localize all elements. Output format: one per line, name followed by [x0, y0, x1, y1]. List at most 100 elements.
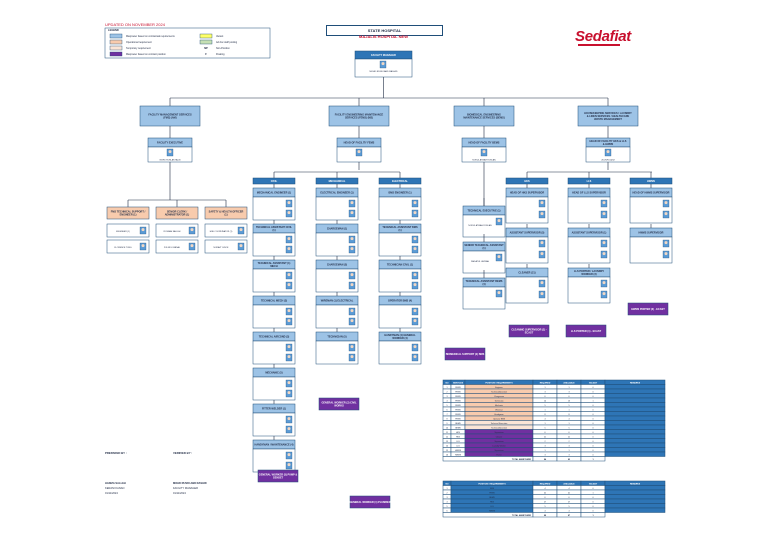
summary-table-cell-text: BEMS — [455, 428, 461, 430]
contract-position-box — [349, 495, 391, 509]
fems-unit-box-text: TECHNICIAN CIVIL (1) — [387, 264, 413, 267]
verified-by-date: 01/11/2024 — [173, 491, 186, 495]
division-head-box-text: HEAD OF FACILITY FEMS — [344, 142, 375, 145]
hks-unit-box-text: LLS PORTER / LAUNDRY — [574, 270, 604, 273]
staff-photo-face — [350, 283, 354, 287]
total-table-cell — [604, 498, 666, 504]
staff-photo-face — [664, 201, 668, 205]
staff-photo-face — [497, 291, 501, 295]
staff-photo-face — [350, 211, 354, 215]
staff-photo-face — [287, 247, 291, 251]
summary-table-cell-text: 3 — [544, 392, 545, 394]
summary-table-cell-text: 0 — [592, 446, 593, 448]
fems-unit-box-text: BMS ENGINEER (1) — [388, 192, 411, 195]
fems-unit-box-text: CHARGEMAN (5) — [327, 264, 347, 267]
summary-table-cell-text: 11 — [446, 432, 448, 434]
summary-table-cell-text: BEMS — [455, 423, 461, 425]
contract-position-box-text: ECAST — [525, 332, 534, 335]
summary-table-cell-text: 21 — [568, 437, 570, 439]
total-table-total-label: TOTAL MANPOWER — [512, 514, 532, 517]
staff-photo-face — [287, 201, 291, 205]
summary-table-cell-text: 10 — [446, 428, 448, 430]
fems-unit-box-text: TECHNICAL AIRCOND (3) — [259, 336, 290, 339]
total-table-cell-text: FEMS — [489, 493, 495, 495]
fms-staff-name: ZOLKIFLI ZAINAL — [164, 246, 181, 249]
staff-photo-face — [239, 228, 243, 232]
total-table-cell-text: 3 — [446, 497, 447, 499]
summary-table-cell-text: 8 — [544, 414, 545, 416]
summary-table-cell-text: 0 — [592, 405, 593, 407]
summary-table-cell-text: Supervisor — [494, 440, 503, 443]
bems-unit-box-text: (4) — [482, 283, 485, 286]
summary-table-cell-text: 5 — [446, 405, 447, 407]
total-table-cell-text: 0 — [592, 502, 593, 504]
prepared-by-name: HANIZA SALLEH — [105, 481, 126, 485]
total-table-cell — [604, 494, 666, 500]
legend-label: Vacant — [216, 35, 224, 38]
summary-table-cell-text: 0 — [592, 428, 593, 430]
summary-table-cell-text: HWMS — [455, 455, 462, 457]
summary-table-cell-text: FEMS — [455, 405, 461, 407]
summary-table-cell-text: HWMS — [455, 450, 462, 452]
staff-photo-face — [602, 212, 606, 216]
summary-table-cell — [604, 451, 666, 457]
staff-photo-face — [350, 309, 354, 313]
summary-table-cell — [604, 424, 666, 430]
summary-table-cell-text: 3 — [446, 396, 447, 398]
summary-table-cell — [604, 402, 666, 408]
summary-table-cell-text: 8 — [568, 414, 569, 416]
total-table-cell-text: 0 — [592, 506, 593, 508]
total-table-cell-text: 42 — [544, 493, 546, 495]
summary-table-cell-text: 8 — [446, 419, 447, 421]
summary-table-cell — [604, 420, 666, 426]
summary-table-cell-text: FEMS — [455, 392, 461, 394]
staff-photo-face — [287, 391, 291, 395]
summary-table-total-value: 1 — [592, 459, 594, 461]
fems-unit-box-text: (1) — [398, 229, 401, 232]
staff-photo-face — [602, 292, 606, 296]
hks-group-header-text: HKS — [524, 180, 530, 183]
company-logo: Sedafiat — [575, 28, 631, 45]
summary-table-total-value: 83 — [568, 459, 571, 461]
staff-photo-face — [540, 292, 544, 296]
total-table-cell-text: 1 — [446, 488, 447, 490]
total-table-cell-text: BEMS — [489, 497, 495, 499]
summary-table-cell-text: 7 — [446, 414, 447, 416]
summary-table-cell — [604, 447, 666, 453]
staff-photo-face — [287, 309, 291, 313]
contract-position-box-text: HWMS PORTER (3) - ECAST — [631, 308, 665, 311]
staff-photo-face — [540, 252, 544, 256]
staff-photo-face — [350, 237, 354, 241]
staff-photo-face — [190, 228, 194, 232]
fems-unit-box-text: HANDYMAN / MAINTENANCE (4) — [255, 444, 294, 447]
summary-table-cell-text: Chargeman — [494, 395, 504, 398]
division-head-name: NORUL ATIKAH ROSLAN — [472, 159, 496, 162]
staff-photo-face — [287, 319, 291, 323]
summary-table-cell-text: 6 — [544, 432, 545, 434]
fms-staff-name: FLORENCE TONG — [114, 247, 132, 249]
legend-label: Manpower based on contractual requiremen… — [126, 35, 175, 38]
staff-photo-face — [287, 417, 291, 421]
hks-group-header-text: HWMS — [647, 180, 655, 183]
fems-unit-box-text: HANDYMAN (4) GENERAL — [384, 334, 416, 337]
page-title: STATE HOSPITAL — [326, 25, 443, 36]
summary-table-cell-text: 4 — [568, 419, 569, 421]
division-head-name: MOHD ROSLAN TALIB — [160, 159, 181, 162]
summary-table-cell — [604, 415, 666, 421]
summary-table-cell-text: 3 — [568, 446, 569, 448]
staff-photo-face — [497, 255, 501, 259]
total-table-cell-text: 4 — [568, 511, 569, 513]
legend-title: LEGEND — [108, 28, 119, 32]
total-table-cell-text: HWMS — [489, 511, 496, 513]
summary-table-cell-text: 1 — [544, 387, 545, 389]
legend-swatch — [199, 33, 213, 39]
summary-table-cell-text: 1 — [568, 450, 569, 452]
division-head-box-text: & HWMS — [603, 143, 614, 146]
fms-staff-card — [204, 223, 248, 238]
staff-photo-face — [413, 283, 417, 287]
page-subtitle: MAJALIS HOSPITAL NEW — [359, 34, 408, 39]
summary-table-cell — [604, 438, 666, 444]
staff-photo-face — [482, 150, 486, 154]
fms-unit-box-text: ADMINISTRATOR (1) — [165, 214, 190, 217]
fems-unit-box-text: TECHNICAL MECH (3) — [261, 300, 287, 303]
